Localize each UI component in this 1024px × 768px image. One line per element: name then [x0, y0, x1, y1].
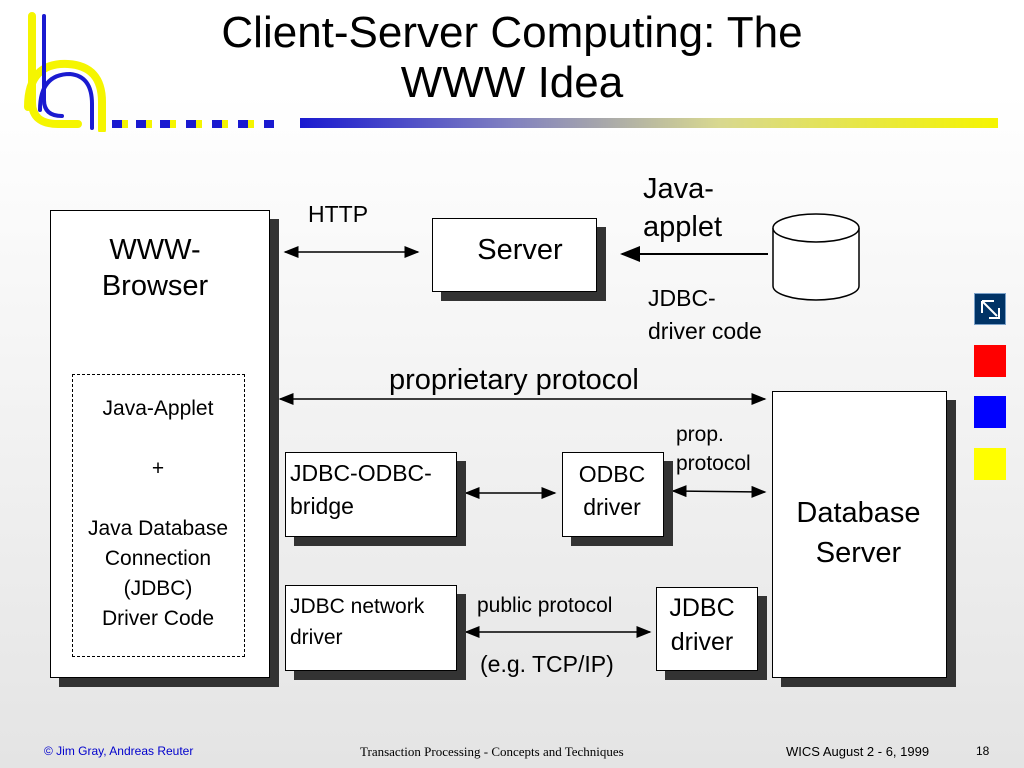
jdbc-odbc-bridge-box	[285, 452, 457, 537]
http-label: HTTP	[308, 201, 369, 227]
jdbc-network-driver-label: JDBC network driver	[290, 595, 425, 649]
footer-course: Transaction Processing - Concepts and Te…	[360, 744, 624, 759]
prop-protocol-label: prop. protocol	[676, 423, 751, 475]
nav-red-button[interactable]	[974, 345, 1006, 377]
www-browser-box	[50, 210, 270, 678]
page-title: Client-Server Computing: The WWW Idea	[221, 8, 803, 107]
logo-icon	[24, 12, 106, 132]
dotted-rule	[112, 120, 274, 128]
java-applet-region	[72, 374, 245, 657]
database-server-box	[772, 391, 947, 678]
footer-event: WICS August 2 - 6, 1999	[786, 744, 930, 759]
footer-page-number: 18	[976, 744, 990, 758]
jdbc-driver-box	[656, 587, 758, 671]
database-icon	[772, 213, 860, 301]
jdbc-driver-code-label: JDBC- driver code	[648, 285, 762, 344]
proprietary-protocol-label: proprietary protocol	[389, 364, 639, 396]
java-applet-top-label: Java- applet	[643, 173, 723, 243]
pointer-arrow-icon	[981, 300, 1000, 319]
nav-pointer-button[interactable]	[974, 293, 1006, 325]
odbc-driver-box	[562, 452, 664, 537]
nav-yellow-button[interactable]	[974, 448, 1006, 480]
jdbc-odbc-bridge-label: JDBC-ODBC- bridge	[290, 460, 432, 519]
footer-copyright: © Jim Gray, Andreas Reuter	[44, 744, 194, 758]
jdbc-driver-label: JDBC driver	[669, 594, 735, 656]
java-applet-label: Java-Applet + Java Database Connection (…	[87, 397, 229, 630]
www-browser-label: WWW- Browser	[101, 234, 209, 302]
odbc-db-arrow	[671, 485, 767, 498]
nav-blue-button[interactable]	[974, 396, 1006, 428]
server-label: Server	[477, 234, 563, 266]
tcp-ip-label: (e.g. TCP/IP)	[480, 651, 614, 677]
title-gradient-bar	[300, 118, 998, 128]
odbc-driver-label: ODBC driver	[578, 461, 646, 520]
server-box	[432, 218, 597, 292]
database-server-label: Database Server	[796, 497, 921, 569]
jdbc-network-driver-box	[285, 585, 457, 671]
public-protocol-label: public protocol	[477, 594, 613, 617]
